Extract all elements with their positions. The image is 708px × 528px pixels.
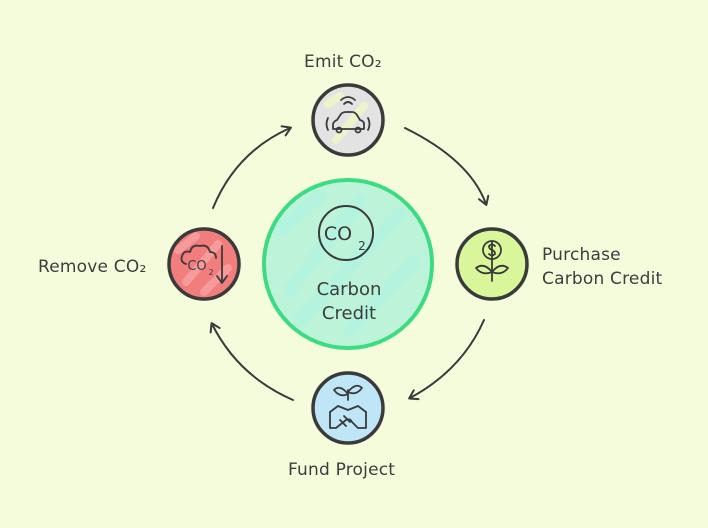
- svg-text:2: 2: [358, 239, 366, 253]
- emit-co2-label: Emit CO₂: [304, 52, 382, 72]
- emit-co2-node: [311, 83, 385, 157]
- money-plant-icon: [475, 240, 509, 282]
- fund-project-node: [311, 371, 385, 445]
- remove-co2-label: Remove CO₂: [38, 257, 147, 277]
- carbon-credit-center-node: CO 2: [262, 178, 434, 350]
- purchase-carbon-credit-node: [455, 227, 529, 301]
- center-title-line2: Credit: [321, 303, 377, 324]
- purchase-carbon-credit-label: Purchase Carbon Credit: [542, 245, 663, 289]
- cycle-arrows: [209, 125, 490, 401]
- center-title: Carbon Credit: [284, 278, 414, 326]
- arrow-emit-to-purchase: [404, 127, 490, 206]
- arrow-purchase-to-fund: [408, 319, 485, 401]
- co2-icon: CO 2: [318, 205, 374, 261]
- svg-text:CO: CO: [324, 223, 352, 245]
- co2-cloud-down-icon: CO 2: [180, 244, 228, 284]
- car-emission-icon: [325, 96, 371, 134]
- arrow-remove-to-emit: [212, 125, 292, 209]
- center-title-line1: Carbon: [316, 279, 382, 300]
- arrow-fund-to-remove: [209, 322, 294, 401]
- remove-co2-node: CO 2: [167, 227, 241, 301]
- fund-project-label: Fund Project: [288, 460, 396, 480]
- svg-text:CO: CO: [187, 259, 206, 274]
- svg-text:2: 2: [208, 268, 213, 277]
- handshake-plant-icon: [329, 384, 367, 429]
